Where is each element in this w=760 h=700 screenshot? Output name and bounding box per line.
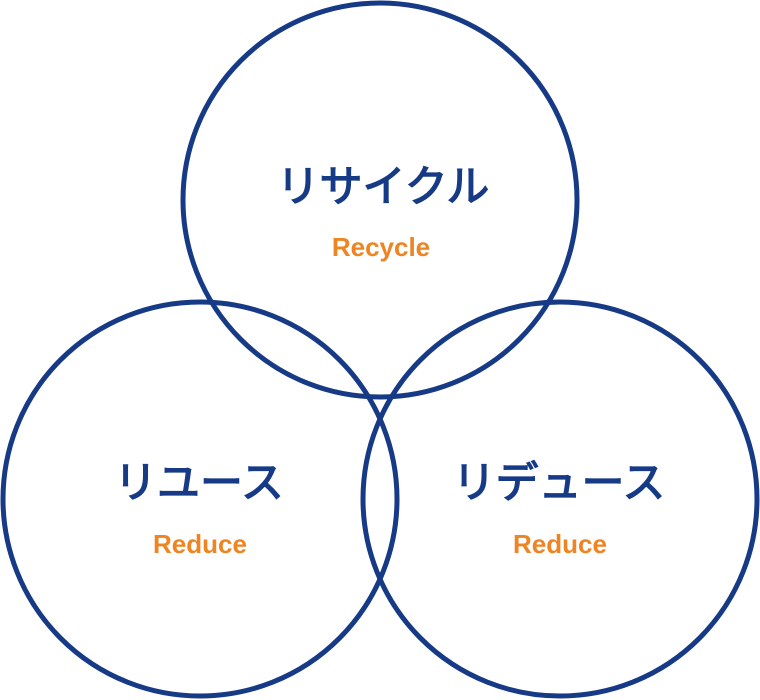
recycle-subtitle: Recycle (332, 232, 430, 262)
reduce-title: リデュース (453, 459, 666, 509)
reuse-title: リユース (114, 459, 284, 509)
reduce-subtitle: Reduce (513, 529, 607, 559)
reuse-subtitle: Reduce (153, 529, 247, 559)
reduce-circle (360, 299, 760, 699)
recycle-circle (180, 0, 580, 400)
reuse-circle (0, 299, 400, 699)
recycle-title: リサイクル (277, 163, 490, 213)
